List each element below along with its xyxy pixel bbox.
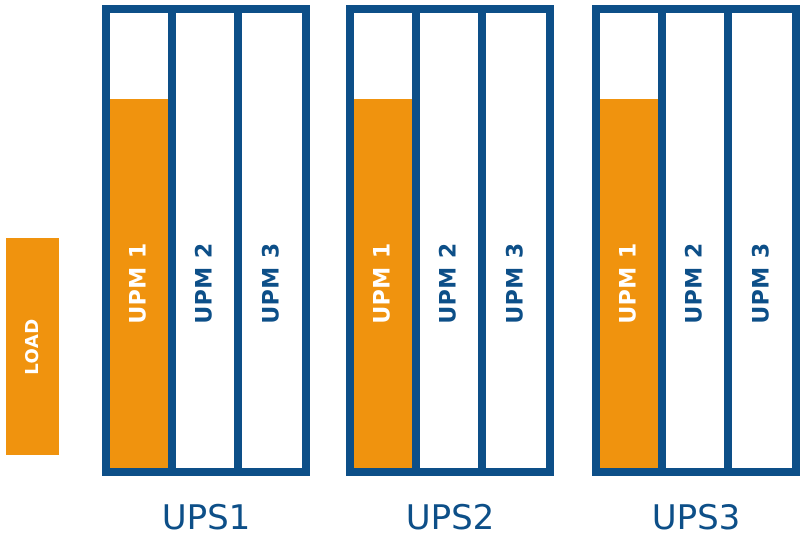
ups-3: UPM 1 UPM 2 UPM 3 UPS3 (592, 0, 800, 539)
upm-load-fill (354, 99, 412, 468)
ups-name: UPS2 (405, 498, 495, 538)
load-bar: LOAD (6, 238, 59, 455)
upm-label: UPM 2 (436, 242, 462, 324)
upm-label: UPM 2 (192, 242, 218, 324)
upm-load-fill (110, 99, 168, 468)
upm-label: UPM 1 (126, 242, 152, 324)
upm-label: UPM 3 (503, 242, 529, 324)
ups-1: UPM 1 UPM 2 UPM 3 UPS1 (102, 0, 310, 539)
upm-label: UPM 1 (616, 242, 642, 324)
upm-2: UPM 2 (168, 13, 234, 468)
ups-frame: UPM 1 UPM 2 UPM 3 (592, 5, 800, 476)
ups-frame: UPM 1 UPM 2 UPM 3 (346, 5, 554, 476)
upm-1: UPM 1 (600, 13, 658, 468)
upm-1: UPM 1 (354, 13, 412, 468)
upm-2: UPM 2 (658, 13, 724, 468)
upm-label: UPM 1 (370, 242, 396, 324)
upm-3: UPM 3 (234, 13, 302, 468)
upm-2: UPM 2 (412, 13, 478, 468)
upm-3: UPM 3 (478, 13, 546, 468)
load-label: LOAD (22, 318, 43, 375)
upm-load-fill (600, 99, 658, 468)
upm-label: UPM 2 (682, 242, 708, 324)
ups-name: UPS1 (161, 498, 251, 538)
ups-frame: UPM 1 UPM 2 UPM 3 (102, 5, 310, 476)
upm-label: UPM 3 (259, 242, 285, 324)
upm-label: UPM 3 (749, 242, 775, 324)
ups-2: UPM 1 UPM 2 UPM 3 UPS2 (346, 0, 554, 539)
upm-3: UPM 3 (724, 13, 792, 468)
ups-name: UPS3 (651, 498, 741, 538)
upm-1: UPM 1 (110, 13, 168, 468)
